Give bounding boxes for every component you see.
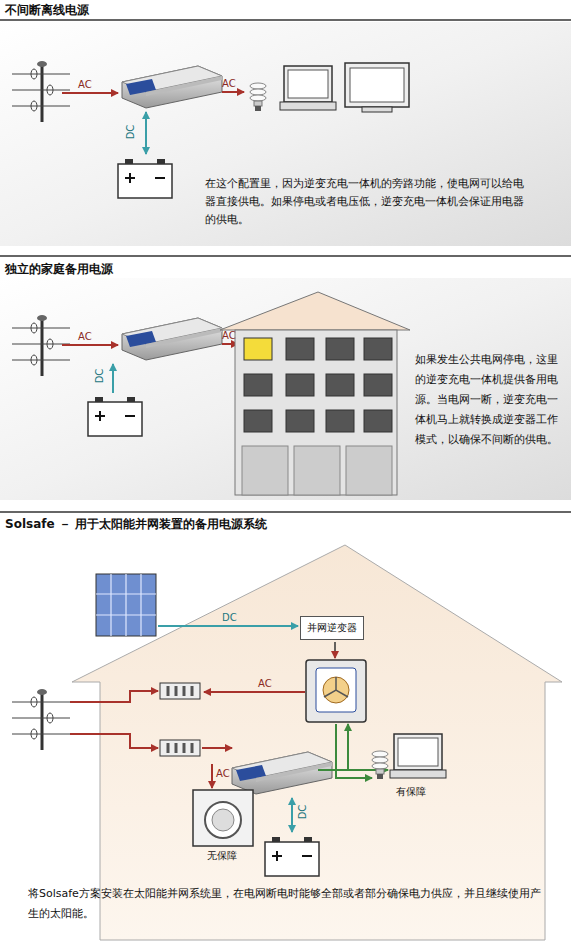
signal-label: DC: [94, 369, 106, 384]
signal-label: AC: [78, 331, 92, 343]
signal-label: AC: [222, 330, 236, 342]
status-label: 无保障: [207, 850, 237, 862]
section-heading: 不间断离线电源: [5, 3, 305, 17]
description-text: 在这个配置里，因为逆变充电一体机的旁路功能，使电网可以给电器直接供电。如果停电或…: [205, 175, 525, 229]
section-heading: 独立的家庭备用电源: [5, 262, 305, 276]
status-label: 有保障: [396, 786, 426, 798]
section-heading: Solsafe － 用于太阳能并网装置的备用电源系统: [5, 517, 405, 531]
signal-label: DC: [297, 805, 309, 820]
inverter-box: 并网逆变器: [300, 616, 364, 640]
signal-label: DC: [222, 612, 237, 624]
caption-text: 将Solsafe方案安装在太阳能并网系统里，在电网断电时能够全部或者部分确保电力…: [28, 884, 546, 924]
box-label: 并网逆变器: [307, 621, 357, 635]
signal-label: DC: [125, 125, 137, 140]
signal-label: AC: [258, 678, 272, 690]
signal-label: AC: [222, 78, 236, 90]
signal-label: AC: [216, 768, 230, 780]
signal-label: AC: [78, 79, 92, 91]
description-text: 如果发生公共电网停电，这里的逆变充电一体机提供备用电源。当电网一断，逆变充电一体…: [415, 350, 567, 450]
